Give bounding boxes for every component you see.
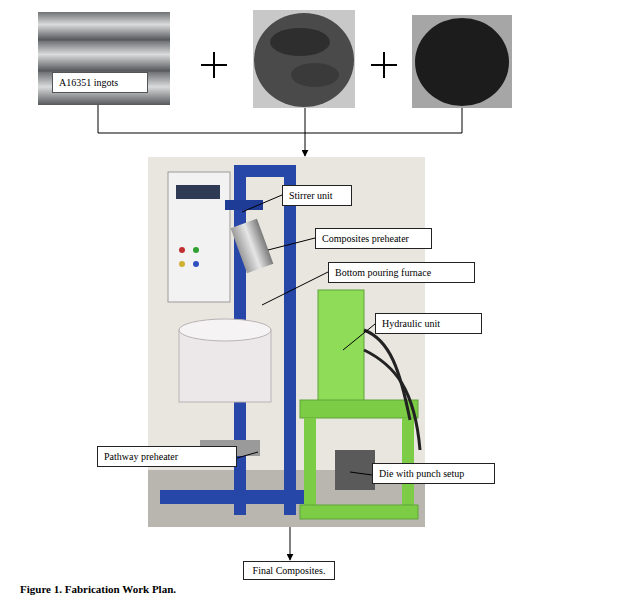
panel-button bbox=[193, 261, 199, 267]
composites-preheater bbox=[231, 219, 274, 274]
press-frame bbox=[304, 418, 316, 518]
node-text: A16351 ingots bbox=[59, 76, 141, 89]
flow-line bbox=[305, 108, 306, 133]
die-punch bbox=[335, 450, 375, 490]
hydraulic-hose bbox=[364, 330, 410, 420]
node-text: Bottom pouring furnace bbox=[335, 266, 468, 279]
node-text: Pathway preheater bbox=[104, 450, 230, 463]
callout-box: Composites preheater bbox=[315, 228, 432, 249]
node-text: Die with punch setup bbox=[379, 467, 488, 480]
press-frame bbox=[300, 505, 418, 519]
callout-box: Hydraulic unit bbox=[375, 313, 482, 334]
plus-sign bbox=[383, 52, 385, 78]
callout-box: Final Composites. bbox=[243, 561, 335, 580]
powder-heap bbox=[291, 63, 339, 87]
callout-box: Stirrer unit bbox=[282, 185, 352, 206]
panel-button bbox=[179, 261, 185, 267]
leader-line bbox=[262, 272, 328, 305]
leader-line bbox=[242, 195, 282, 212]
powder-heap bbox=[254, 13, 354, 107]
node-text: Final Composites. bbox=[248, 564, 330, 577]
node-text: Stirrer unit bbox=[289, 189, 345, 202]
ingot-bar bbox=[38, 12, 170, 40]
powder-photo bbox=[253, 10, 355, 108]
flow-line bbox=[462, 108, 463, 133]
ingot-photo bbox=[38, 12, 170, 105]
leader-line bbox=[268, 238, 315, 250]
leader-line bbox=[343, 324, 375, 350]
flow-line bbox=[98, 105, 99, 133]
powder-heap bbox=[415, 18, 509, 106]
panel-button bbox=[179, 247, 185, 253]
node-text: Composites preheater bbox=[322, 232, 425, 245]
node-text: Hydraulic unit bbox=[382, 317, 475, 330]
blue-frame bbox=[284, 165, 296, 515]
leader-line bbox=[237, 452, 258, 458]
plus-sign bbox=[213, 52, 215, 78]
ingot-bar bbox=[38, 72, 170, 105]
flow-arrow bbox=[305, 133, 306, 156]
hydraulic-hose bbox=[364, 350, 420, 450]
ingot-bar bbox=[38, 41, 170, 71]
callout-box: Pathway preheater bbox=[97, 446, 237, 467]
photo-label: A16351 ingots bbox=[52, 72, 148, 93]
blue-base bbox=[160, 490, 310, 504]
hydraulic-cylinder bbox=[318, 290, 364, 402]
panel-display bbox=[176, 185, 220, 199]
control-panel bbox=[168, 172, 230, 302]
panel-button bbox=[193, 247, 199, 253]
flow-line bbox=[98, 133, 462, 134]
callout-box: Die with punch setup bbox=[372, 463, 495, 484]
press-frame bbox=[300, 400, 418, 418]
blue-frame bbox=[234, 165, 296, 177]
powder-heap bbox=[270, 28, 330, 56]
leader-line bbox=[350, 472, 372, 475]
furnace-top bbox=[179, 319, 271, 341]
powder-photo bbox=[412, 15, 512, 108]
figure-caption: Figure 1. Fabrication Work Plan. bbox=[20, 583, 580, 595]
flow-arrow bbox=[290, 527, 291, 560]
callout-box: Bottom pouring furnace bbox=[328, 262, 475, 283]
